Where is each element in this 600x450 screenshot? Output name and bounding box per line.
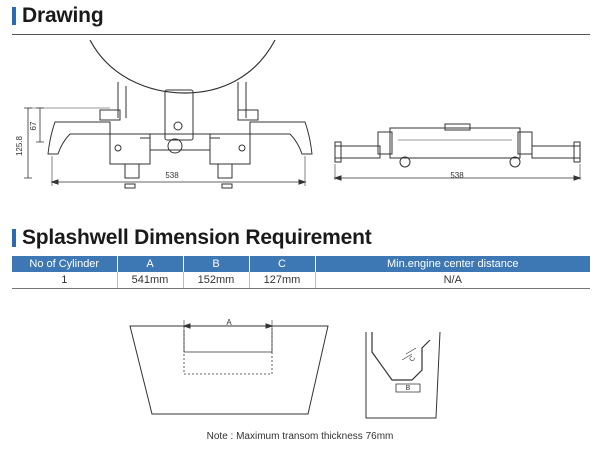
table-cell: 127mm bbox=[249, 272, 316, 289]
splashwell-side-diagram: B C bbox=[365, 331, 441, 419]
column-header: No of Cylinder bbox=[12, 256, 118, 272]
front-width-label: 538 bbox=[165, 171, 179, 180]
column-header: Min.engine center distance bbox=[315, 256, 590, 272]
dimension-table: No of Cylinder A B C Min.engine center d… bbox=[12, 256, 590, 289]
table-cell: 1 bbox=[12, 272, 118, 289]
dimension-b-label: B bbox=[406, 385, 411, 392]
top-view-drawing: 538 bbox=[333, 123, 582, 181]
dimension-c-label: C bbox=[408, 355, 417, 363]
front-view-drawing bbox=[24, 39, 313, 189]
transom-note: Note : Maximum transom thickness 76mm bbox=[206, 431, 394, 442]
table-header-row: No of Cylinder A B C Min.engine center d… bbox=[12, 256, 590, 272]
column-header: A bbox=[117, 256, 184, 272]
drawing-divider bbox=[12, 34, 590, 35]
table-cell: N/A bbox=[315, 272, 590, 289]
column-header: B bbox=[183, 256, 250, 272]
front-view-labels: 538 125.8 67 bbox=[15, 121, 179, 180]
splashwell-heading: Splashwell Dimension Requirement bbox=[12, 226, 372, 250]
inner-height-label: 67 bbox=[29, 121, 38, 130]
dimension-a-label: A bbox=[226, 318, 232, 327]
splashwell-front-diagram: A bbox=[129, 318, 329, 415]
table-cell: 152mm bbox=[183, 272, 250, 289]
drawing-title: Drawing bbox=[22, 4, 104, 27]
column-header: C bbox=[249, 256, 316, 272]
table-row: 1 541mm 152mm 127mm N/A bbox=[12, 272, 590, 289]
drawing-heading: Drawing bbox=[12, 4, 104, 28]
total-height-label: 125.8 bbox=[15, 135, 24, 156]
top-width-label: 538 bbox=[450, 171, 464, 180]
heading-accent-bar bbox=[12, 7, 16, 25]
table-cell: 541mm bbox=[117, 272, 184, 289]
splashwell-title: Splashwell Dimension Requirement bbox=[22, 226, 372, 249]
heading-accent-bar bbox=[12, 229, 16, 247]
